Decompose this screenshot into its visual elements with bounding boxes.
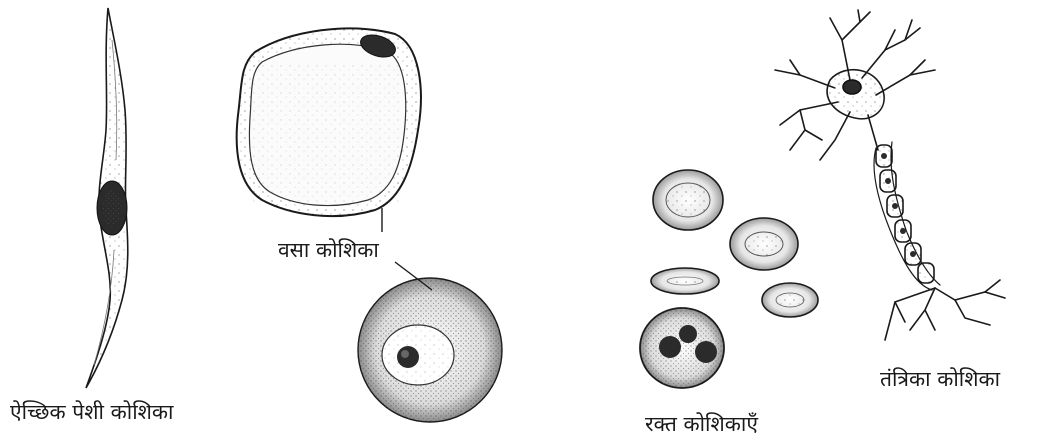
muscle-cell xyxy=(86,8,128,388)
fat-cell-lower-nucleus xyxy=(397,346,419,368)
blood-cells xyxy=(640,170,818,388)
blood-cells-label: रक्त कोशिकाएँ xyxy=(645,414,758,435)
nerve-cell-label: तंत्रिका कोशिका xyxy=(880,369,1000,390)
muscle-cell-label: ऐच्छिक पेशी कोशिका xyxy=(10,402,173,423)
fat-cell-label: वसा कोशिका xyxy=(278,240,379,261)
fat-cell-lower xyxy=(358,278,502,422)
nerve-nucleus xyxy=(843,80,861,94)
fat-cell-upper xyxy=(237,28,421,216)
